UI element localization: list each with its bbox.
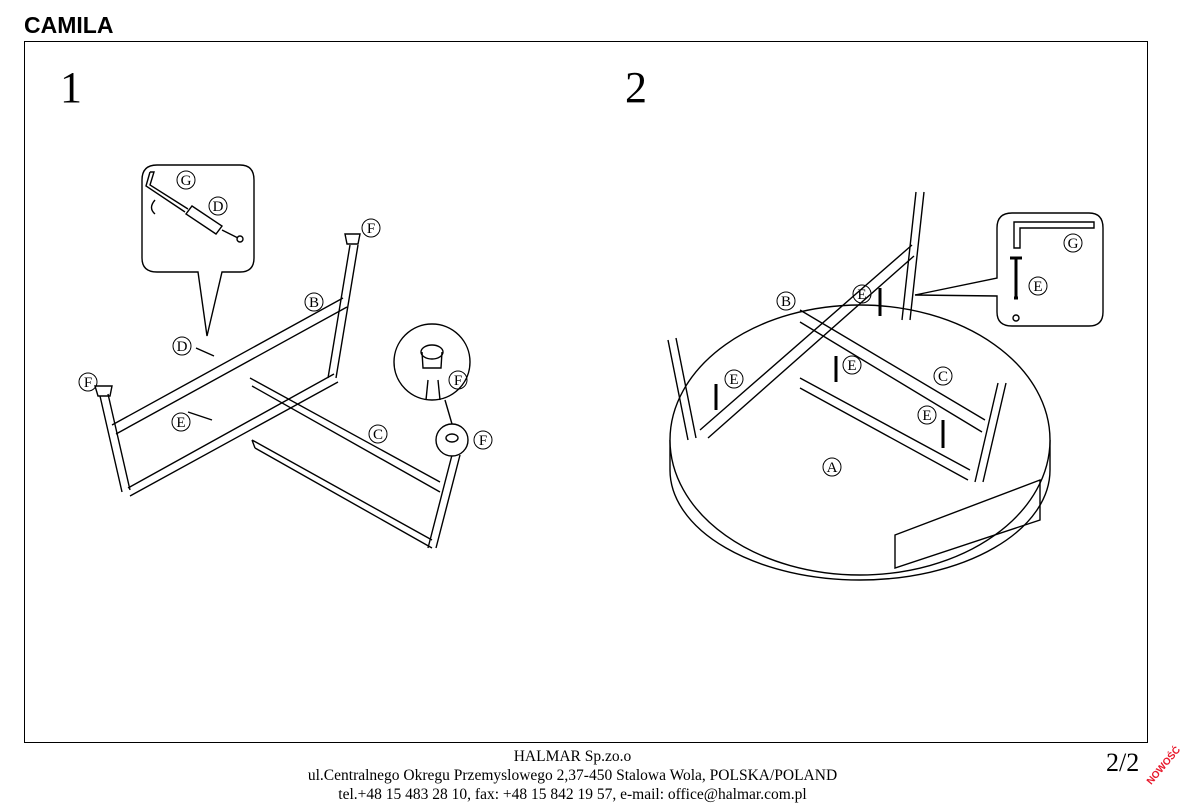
foot-cap-icon bbox=[94, 233, 361, 397]
footer-contact: tel.+48 15 483 28 10, fax: +48 15 842 19… bbox=[338, 786, 807, 803]
label-b: B bbox=[309, 295, 319, 311]
step-2-number: 2 bbox=[625, 63, 647, 112]
label-e: E bbox=[847, 358, 856, 374]
label-e: E bbox=[176, 415, 185, 431]
label-c: C bbox=[938, 369, 948, 385]
label-f: F bbox=[479, 433, 487, 449]
footer-address: ul.Centralnego Okregu Przemyslowego 2,37… bbox=[307, 767, 838, 784]
callout-bubble bbox=[141, 164, 255, 337]
label-d: D bbox=[177, 339, 188, 355]
allen-key-icon bbox=[145, 171, 189, 213]
label-e: E bbox=[729, 372, 738, 388]
rail-c bbox=[249, 377, 441, 493]
leg bbox=[667, 337, 697, 441]
screw-d-icon bbox=[184, 205, 239, 239]
label-c: C bbox=[373, 427, 383, 443]
rotation-arrow-icon bbox=[150, 199, 156, 215]
step-1-number: 1 bbox=[60, 63, 82, 112]
screw-e-icon bbox=[1010, 256, 1022, 300]
label-f: F bbox=[367, 221, 375, 237]
label-g: G bbox=[1068, 236, 1079, 252]
rail-b bbox=[699, 244, 915, 439]
label-f: F bbox=[84, 375, 92, 391]
product-title: CAMILA bbox=[24, 12, 114, 38]
leg bbox=[99, 393, 131, 493]
label-e: E bbox=[857, 287, 866, 303]
instruction-frame bbox=[24, 41, 1148, 743]
step-1-diagram bbox=[94, 164, 471, 549]
label-e: E bbox=[1033, 279, 1042, 295]
callout-bubble bbox=[914, 212, 1104, 327]
label-f: F bbox=[454, 373, 462, 389]
step-2-diagram bbox=[667, 191, 1104, 581]
page-number: 2/2 bbox=[1106, 748, 1140, 777]
label-e: E bbox=[922, 408, 931, 424]
label-g: G bbox=[181, 173, 192, 189]
label-b: B bbox=[781, 294, 791, 310]
screw-e-icon bbox=[714, 288, 945, 448]
rail-b bbox=[111, 297, 348, 435]
allen-key-icon bbox=[1013, 221, 1095, 249]
rail-c bbox=[799, 309, 986, 433]
detail-circle bbox=[393, 323, 471, 401]
label-a: A bbox=[827, 460, 838, 476]
footer-company: HALMAR Sp.zo.o bbox=[513, 748, 632, 765]
label-d: D bbox=[213, 199, 224, 215]
screw-icon bbox=[187, 347, 215, 421]
table-top-side bbox=[669, 440, 1051, 581]
footer: HALMAR Sp.zo.o ul.Centralnego Okregu Prz… bbox=[0, 747, 1145, 804]
